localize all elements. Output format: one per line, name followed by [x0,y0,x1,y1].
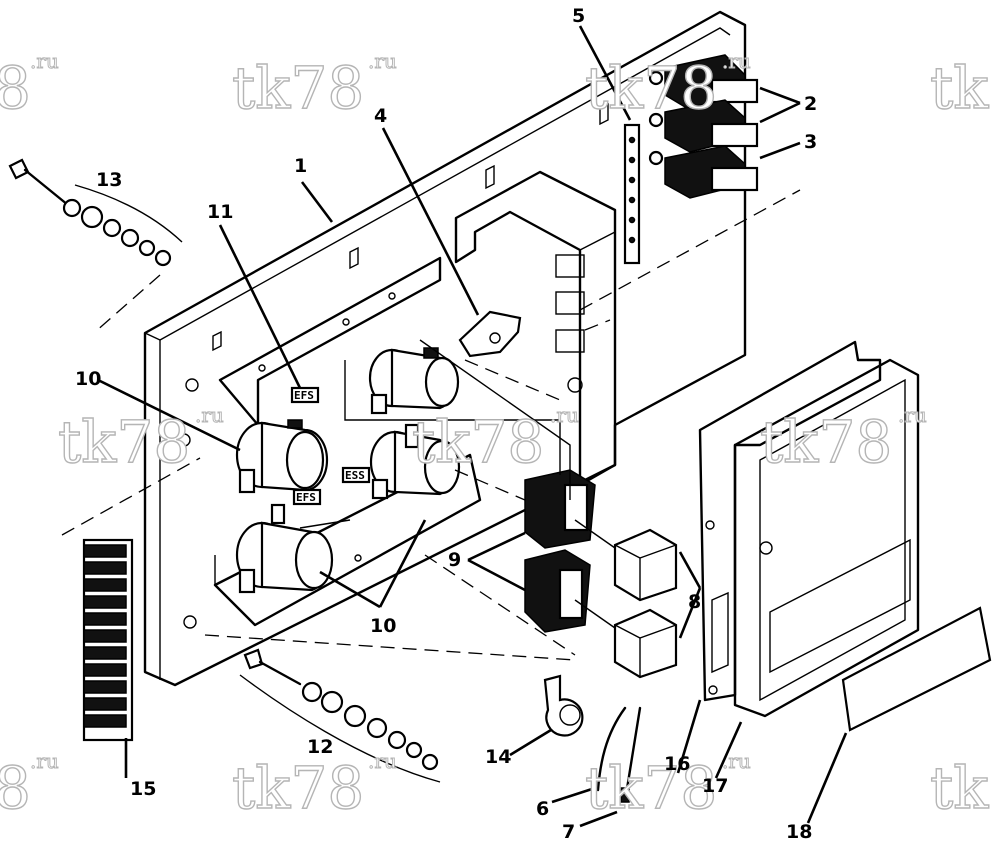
watermark-3: tk78 [58,408,190,476]
callout-10-bottom: 10 [370,615,396,637]
watermark-2-suffix: .ru [722,49,751,73]
watermark-5: tk78 [760,408,892,476]
relay-top [368,347,460,415]
watermarks: tk78 .ru tk78 .ru tk78 .ru tk78 .ru tk78… [0,49,990,823]
callout-8: 8 [688,591,701,613]
tag-ess-box [341,466,371,484]
cables-6-7 [596,706,642,803]
channel-box [454,170,617,487]
watermark-edge-right-bottom: tk [930,754,989,822]
watermark-1-suffix: .ru [368,49,397,73]
hardware-stack-13 [8,158,183,333]
watermark-6: tk78 [232,754,364,822]
cover-frame-17 [733,358,920,718]
tag-efs-upper: EFS [294,389,314,402]
relay-ess [369,423,461,500]
callout-3: 3 [804,131,817,153]
watermark-4-suffix: .ru [550,403,579,427]
alignment-lines [61,189,801,661]
watermark-edge-left-bottom-suffix: .ru [30,749,59,773]
hardware-stack-12 [239,648,441,783]
watermark-5-suffix: .ru [898,403,927,427]
leader-lines [97,25,848,828]
watermark-2: tk78 [585,54,717,122]
callout-6: 6 [536,798,549,820]
tag-efs-upper-box [290,386,320,404]
callout-17: 17 [702,775,728,797]
circuit-breakers [648,54,759,199]
watermark-edge-left-bottom: 8 [0,754,31,822]
terminal-block-15 [82,538,134,742]
callout-14: 14 [485,746,511,768]
tag-efs-lower: EFS [296,491,316,504]
terminal-strip-5 [623,123,641,265]
watermark-4: tk78 [412,408,544,476]
watermark-7: tk78 [585,754,717,822]
callout-18: 18 [786,821,812,843]
callout-12: 12 [307,736,333,758]
cover-plate-16 [698,340,882,702]
watermark-1: tk78 [232,54,364,122]
watermark-edge-left-top-suffix: .ru [30,49,59,73]
watermark-7-suffix: .ru [722,749,751,773]
watermark-3-suffix: .ru [195,403,224,427]
clamp-14 [543,674,584,737]
tag-efs-lower-box [292,488,322,506]
relay-efs-upper [235,419,329,494]
watermark-edge-left-top: 8 [0,54,31,122]
relay-sockets-9 [524,469,596,633]
callout-9: 9 [448,549,461,571]
component-4 [458,310,522,358]
watermark-6-suffix: .ru [368,749,397,773]
callout-5: 5 [572,5,585,27]
callout-2: 2 [804,93,817,115]
plug-in-relays-8 [613,528,678,679]
tag-ess: ESS [345,469,365,482]
callout-16: 16 [664,753,690,775]
plate-18 [841,606,992,732]
callout-4: 4 [374,105,387,127]
callouts: 1 2 3 4 5 6 7 8 9 10 10 11 12 13 14 15 1… [75,5,817,843]
callout-11: 11 [207,201,233,223]
callout-10-left: 10 [75,368,101,390]
callout-1: 1 [294,155,307,177]
callout-7: 7 [562,821,575,843]
watermark-edge-right-top: tk [930,54,989,122]
callout-15: 15 [130,778,156,800]
callout-13: 13 [96,169,122,191]
